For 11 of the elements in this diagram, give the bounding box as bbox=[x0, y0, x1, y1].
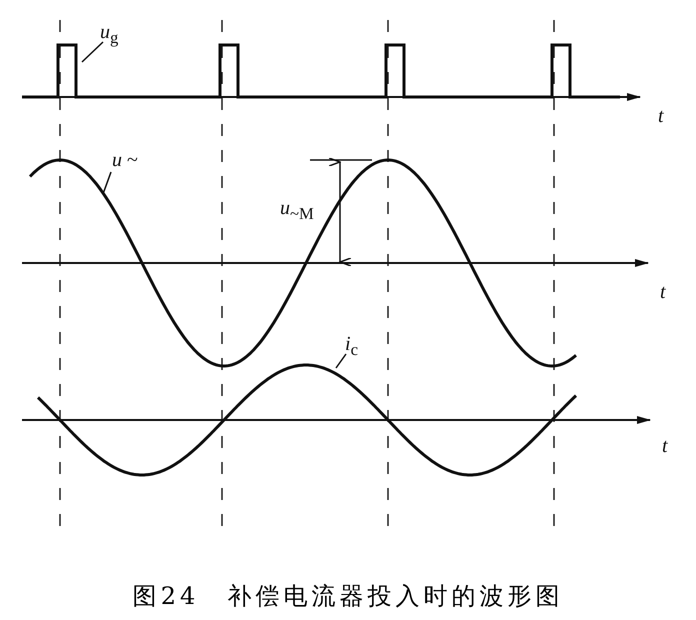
leader-line bbox=[102, 172, 112, 194]
curve-label: i$_{c}$ bbox=[345, 334, 358, 359]
leader-line bbox=[81, 41, 104, 63]
axis-label: t bbox=[658, 106, 664, 126]
amplitude-label: u$_{~M}$ bbox=[280, 198, 314, 223]
figure-caption: 图24 补偿电流器投入时的波形图 bbox=[132, 582, 564, 610]
leader-line bbox=[335, 354, 347, 368]
axis-label: t bbox=[660, 282, 666, 302]
axis-label: t bbox=[662, 436, 668, 456]
curve-label: u ~ bbox=[112, 150, 138, 170]
curve-label: u$_{g}$ bbox=[100, 22, 118, 47]
